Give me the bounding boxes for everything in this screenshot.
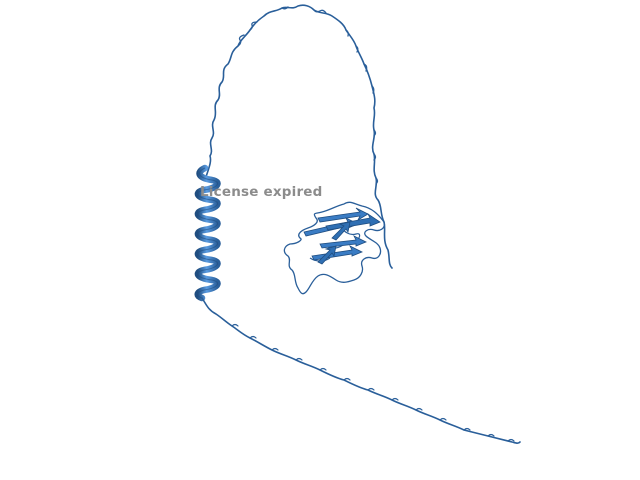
license-watermark: License expired	[200, 184, 323, 200]
tail-coil	[201, 297, 521, 444]
top-loop-wiggle	[237, 6, 379, 185]
alpha-helix	[194, 164, 221, 302]
beta-sheet-domain	[283, 201, 386, 295]
top-loop-coil	[204, 4, 393, 269]
tail-wiggle	[231, 323, 515, 442]
